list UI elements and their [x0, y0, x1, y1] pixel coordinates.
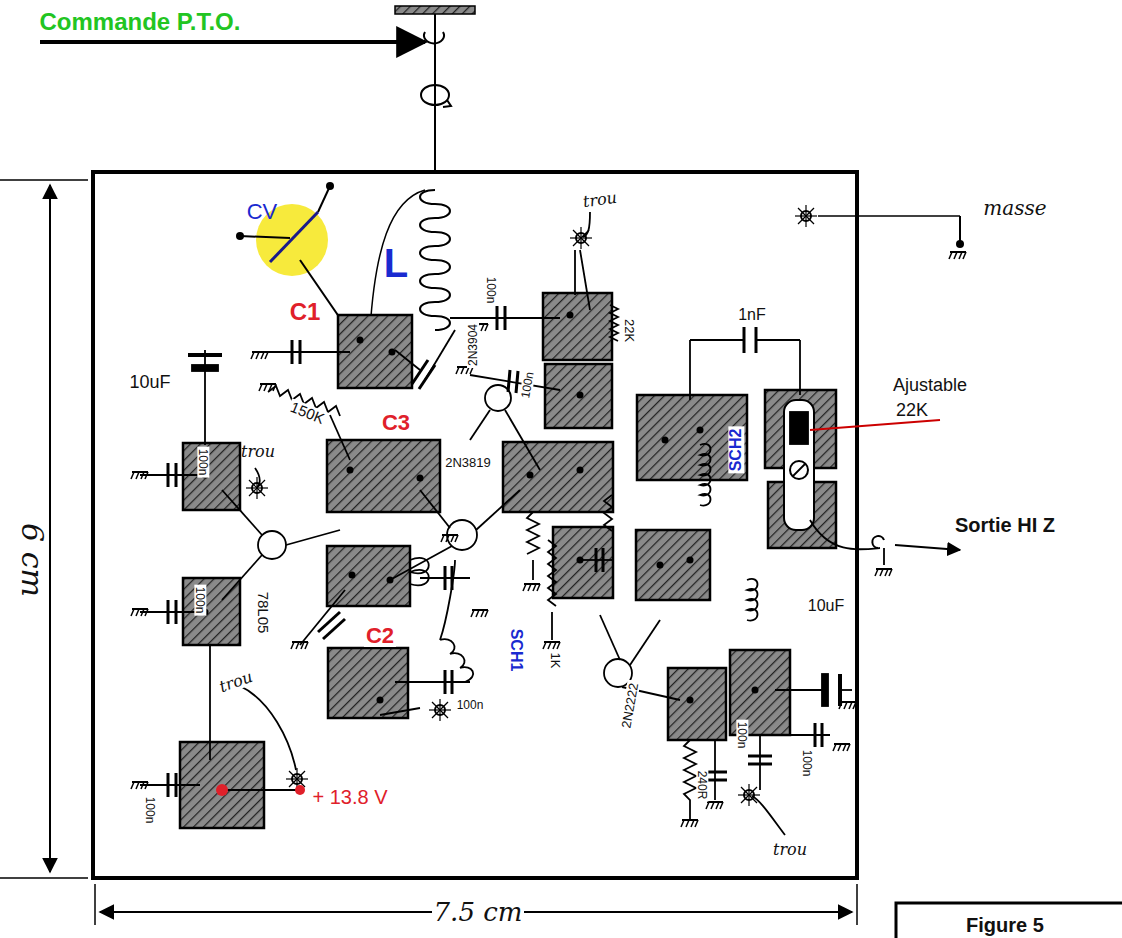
part-label: trou [771, 842, 809, 858]
part-label: L [384, 243, 408, 283]
part-label: 240R [696, 769, 708, 802]
figure-caption: Figure 5 [966, 915, 1044, 935]
part-label: 100n [485, 275, 497, 306]
part-label: C2 [364, 625, 396, 647]
part-label: 1K [550, 650, 563, 670]
part-label: 100n [144, 795, 156, 826]
part-label: 100n [194, 585, 206, 616]
part-label: 1nF [738, 307, 766, 323]
part-label: C1 [290, 300, 321, 324]
part-label: 100n [455, 699, 486, 711]
part-label: + 13.8 V [310, 787, 389, 807]
part-label: trou [241, 444, 275, 460]
part-label: 100n [736, 720, 748, 751]
part-label: SCH2 [728, 427, 744, 474]
part-label: 6 cm [17, 521, 47, 599]
part-label: C3 [380, 412, 412, 434]
part-label: 78L05 [257, 589, 272, 635]
part-label: Commande P.T.O. [40, 10, 241, 34]
part-label: trou [582, 190, 618, 211]
part-label: CV [247, 201, 278, 223]
part-label: 2N3904 [467, 322, 479, 368]
part-label: masse [983, 198, 1046, 218]
part-label: 10uF [806, 598, 846, 614]
part-label: 100n [197, 447, 209, 478]
part-label: 22K [896, 401, 928, 419]
part-label: SCH1 [508, 627, 524, 674]
part-label: 100n [801, 748, 813, 779]
part-label: 22K [623, 316, 636, 343]
part-label: 2N3819 [443, 456, 493, 469]
part-label: 7.5 cm [432, 899, 525, 925]
part-label: Sortie HI Z [955, 515, 1055, 535]
part-label: 10uF [127, 373, 172, 391]
part-label: Ajustable [893, 376, 967, 394]
